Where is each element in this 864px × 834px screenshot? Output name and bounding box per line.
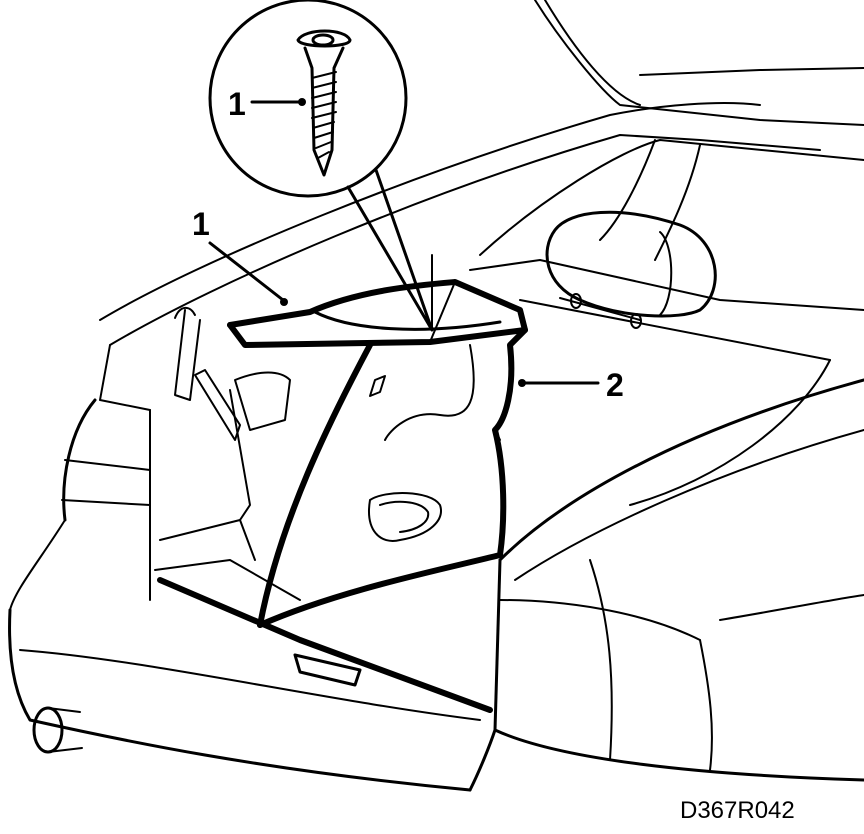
- callout-screw: 1: [228, 86, 306, 122]
- figure-id: D367R042: [680, 797, 795, 824]
- detail-magnifier: [208, 0, 434, 332]
- callout-label-side-trim-panel: 2: [606, 367, 624, 403]
- car-body-outline: [8, 0, 864, 792]
- headrest: [545, 210, 717, 329]
- side-trim-panel: [227, 279, 528, 628]
- callout-label-trim-edge: 1: [192, 206, 210, 242]
- callout-trim-edge: 1: [192, 206, 288, 306]
- callout-label-screw: 1: [228, 86, 246, 122]
- screw-icon: [296, 29, 352, 177]
- callout-side-trim-panel: 2: [518, 367, 624, 403]
